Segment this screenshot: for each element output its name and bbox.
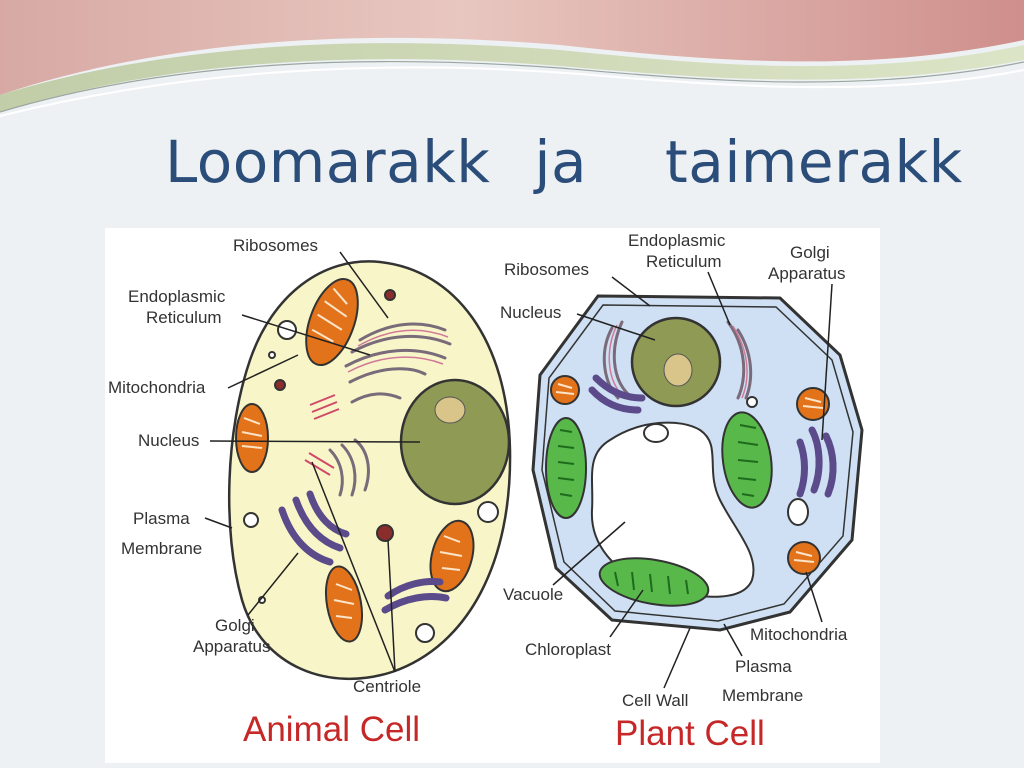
plant-label-mitochondria: Mitochondria: [750, 625, 848, 644]
plant-label-chloroplast: Chloroplast: [525, 640, 611, 659]
animal-cell-caption: Animal Cell: [243, 710, 420, 749]
plant-cell-caption: Plant Cell: [615, 714, 765, 753]
plant-label-plasma-1: Plasma: [735, 657, 792, 676]
plant-chloroplasts: [545, 411, 773, 607]
animal-label-plasma-2: Membrane: [121, 539, 202, 558]
animal-golgi: [278, 490, 450, 614]
title-word-1: Loomarakk: [165, 128, 491, 196]
slide-title: Loomarakk ja taimerakk: [165, 128, 963, 196]
animal-label-nucleus: Nucleus: [138, 431, 199, 450]
plant-label-vacuole: Vacuole: [503, 585, 563, 604]
animal-label-centriole: Centriole: [353, 677, 421, 696]
animal-cell: Ribosomes Endoplasmic Reticulum Mitochon…: [108, 236, 512, 749]
plant-label-er-2: Reticulum: [646, 252, 722, 271]
title-word-3: taimerakk: [665, 128, 963, 196]
animal-nucleolus: [434, 396, 466, 424]
animal-label-ribosomes: Ribosomes: [233, 236, 318, 255]
plant-vacuole: [590, 421, 755, 598]
plant-cell: Endoplasmic Reticulum Golgi Apparatus Ri…: [500, 231, 864, 753]
animal-er: [328, 322, 452, 497]
animal-label-er-2: Reticulum: [146, 308, 222, 327]
plant-label-cell-wall: Cell Wall: [622, 691, 688, 710]
animal-label-er-1: Endoplasmic: [128, 287, 226, 306]
plant-golgi: [588, 374, 837, 498]
plant-label-golgi-1: Golgi: [790, 243, 830, 262]
animal-label-golgi-2: Apparatus: [193, 637, 271, 656]
animal-label-golgi-1: Golgi: [215, 616, 255, 635]
plant-label-plasma-2: Membrane: [722, 686, 803, 705]
plant-label-golgi-2: Apparatus: [768, 264, 846, 283]
animal-centriole: [304, 394, 340, 476]
header-decoration: [0, 0, 1024, 120]
animal-vesicles: [243, 289, 499, 643]
plant-label-ribosomes: Ribosomes: [504, 260, 589, 279]
plant-label-er-1: Endoplasmic: [628, 231, 726, 250]
plant-mitochondria: [550, 375, 830, 575]
animal-mitochondria: [235, 278, 475, 643]
plant-nucleolus: [663, 353, 693, 387]
animal-label-plasma-1: Plasma: [133, 509, 190, 528]
title-word-2: ja: [534, 128, 588, 196]
plant-label-nucleus: Nucleus: [500, 303, 561, 322]
plant-vesicles: [643, 396, 809, 526]
animal-label-mitochondria: Mitochondria: [108, 378, 206, 397]
